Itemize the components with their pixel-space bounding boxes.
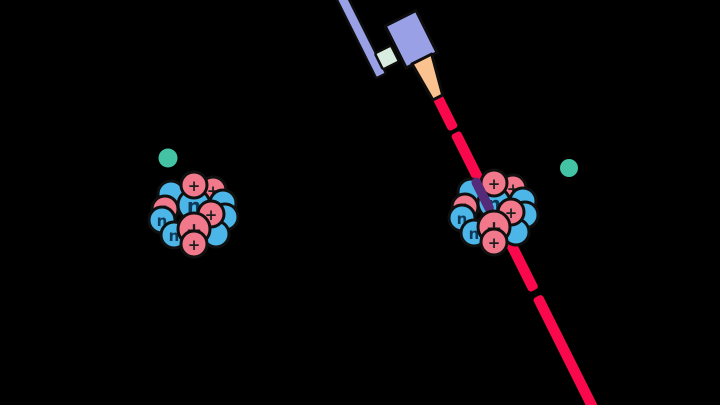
neutron-n-label: n	[169, 227, 180, 245]
atom-left: ++nnn++++	[147, 148, 240, 259]
laser-beam-dash	[533, 295, 602, 405]
nucleus: ++nnn++++	[447, 168, 540, 257]
laser-beam	[433, 95, 602, 405]
neutron-n-label: n	[469, 225, 480, 243]
neutron-n-label: n	[457, 210, 468, 228]
atom-right: ++nnn++++	[447, 159, 578, 257]
proton-circle	[179, 170, 209, 200]
laser-pointer-arm	[334, 0, 387, 80]
laser-beam-dash	[433, 95, 458, 131]
photon-beam-group	[433, 95, 602, 405]
proton-plus-label: +	[488, 175, 501, 193]
laser-pointer-connector	[374, 44, 400, 71]
proton-plus-label: +	[488, 234, 501, 252]
excitation-streak-group	[471, 177, 494, 213]
electron	[158, 148, 178, 168]
nucleus: ++nnn++++	[147, 170, 240, 259]
nuclear-excitation-streak	[471, 177, 494, 213]
laser-device	[334, 0, 445, 102]
atoms-group: ++nnn++++++nnn++++	[147, 148, 578, 259]
laser-pointer	[334, 0, 445, 102]
proton-circle	[479, 227, 509, 257]
laser-pointer-tip	[410, 52, 445, 102]
proton-plus-label: +	[188, 177, 201, 195]
neutron-n-label: n	[157, 212, 168, 230]
proton-plus-label: +	[188, 236, 201, 254]
electron	[560, 159, 578, 177]
proton-circle	[179, 229, 209, 259]
